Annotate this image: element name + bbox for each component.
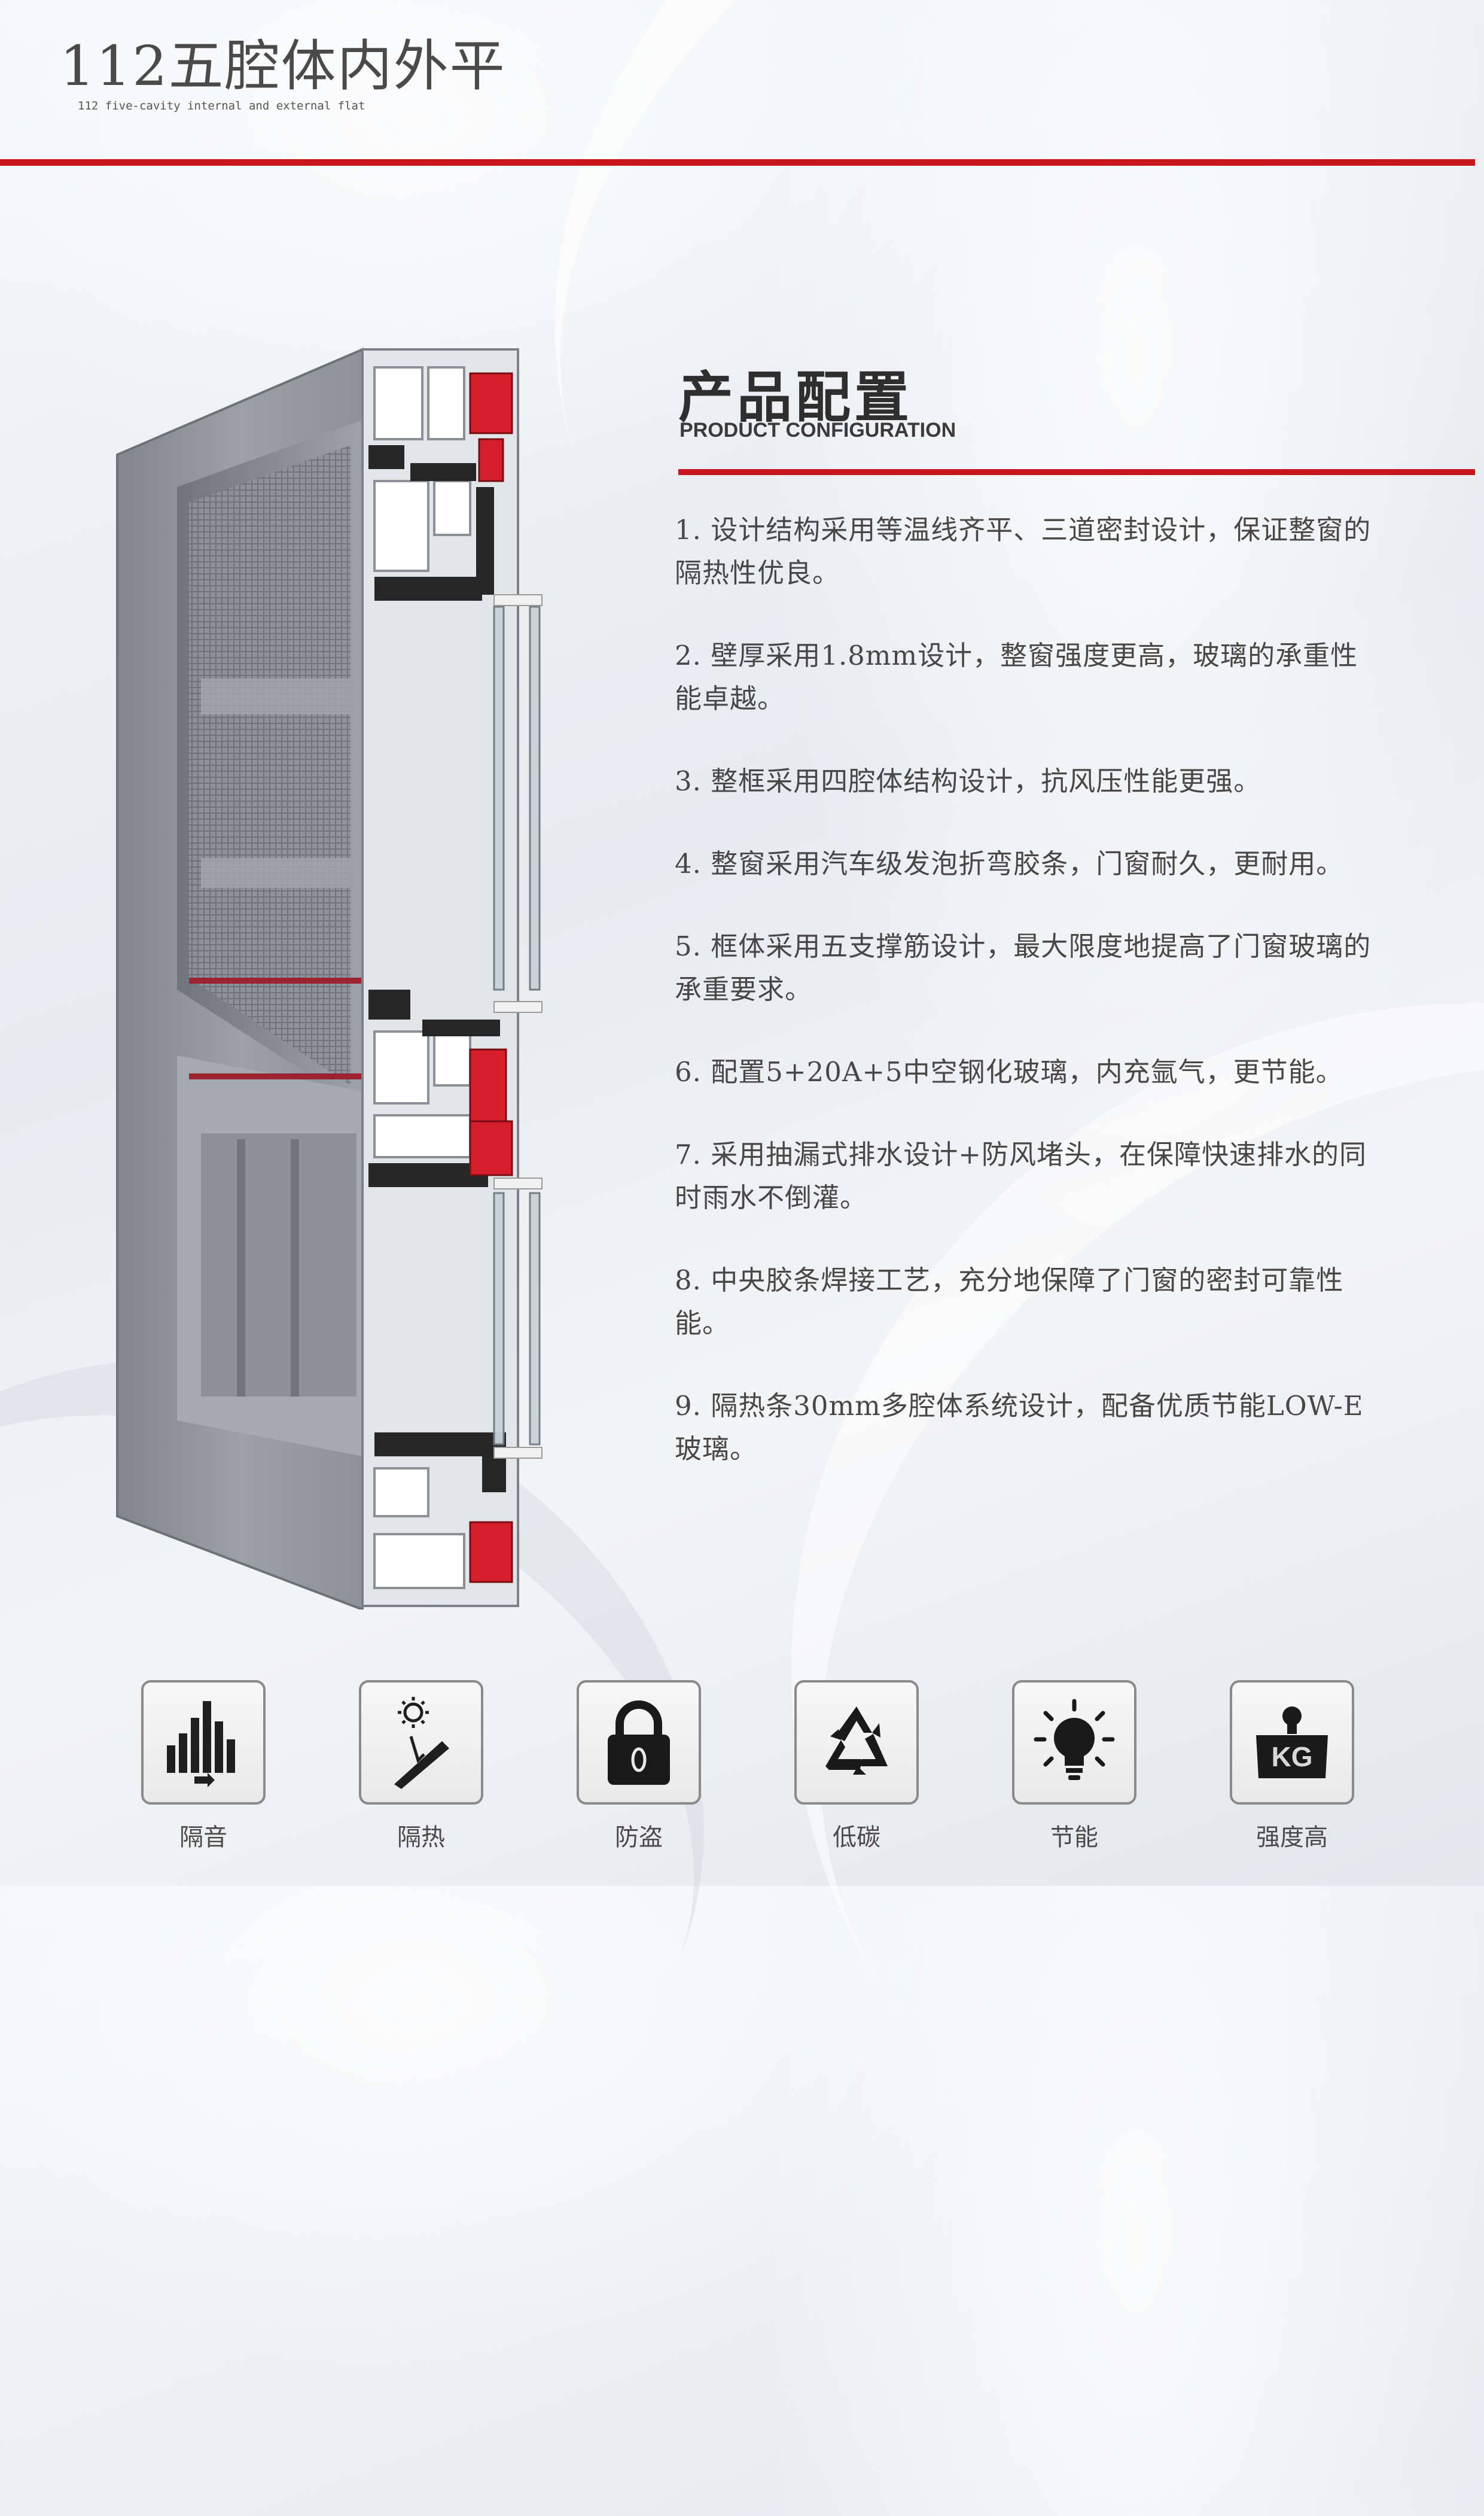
feature-item: 6. 配置5+20A+5中空钢化玻璃，内充氩气，更节能。 (675, 1056, 1343, 1088)
icon-label: 低碳 (833, 1824, 880, 1851)
sound-bars-icon (167, 1701, 235, 1787)
header-divider (0, 159, 1475, 166)
page-title: 112五腔体内外平 (60, 34, 506, 98)
page-subtitle: 112 five-cavity internal and external fl… (78, 99, 365, 112)
feature-low-carbon: 低碳 (794, 1680, 919, 1852)
feature-high-strength: KG 强度高 (1230, 1680, 1354, 1852)
feature-list: 1. 设计结构采用等温线齐平、三道密封设计，保证整窗的隔热性优良。 2. 壁厚采… (675, 509, 1381, 1510)
feature-item: 5. 框体采用五支撑筋设计，最大限度地提高了门窗玻璃的承重要求。 (675, 930, 1372, 1005)
feature-energy-saving: 节能 (1012, 1680, 1136, 1852)
icon-label: 隔音 (179, 1824, 227, 1851)
config-divider (678, 469, 1475, 475)
icon-label: 隔热 (397, 1824, 445, 1851)
icon-label: 防盗 (615, 1824, 663, 1851)
recycle-icon (825, 1706, 888, 1775)
padlock-icon (608, 1700, 670, 1785)
light-bulb-icon (1034, 1699, 1115, 1780)
weight-icon: KG (1256, 1706, 1328, 1778)
window-profile-illustration (116, 347, 543, 1610)
feature-item: 8. 中央胶条焊接工艺，充分地保障了门窗的密封可靠性能。 (675, 1264, 1344, 1339)
config-title: 产品配置 (678, 366, 913, 430)
icon-label: 强度高 (1256, 1824, 1328, 1851)
feature-item: 2. 壁厚采用1.8mm设计，整窗强度更高，玻璃的承重性能卓越。 (675, 640, 1358, 714)
feature-sound-insulation: 隔音 (141, 1680, 266, 1852)
feature-item: 9. 隔热条30mm多腔体系统设计，配备优质节能LOW-E玻璃。 (675, 1390, 1364, 1465)
feature-anti-theft: 防盗 (577, 1680, 701, 1852)
feature-heat-insulation: 隔热 (359, 1680, 483, 1852)
svg-text:KG: KG (1272, 1741, 1313, 1772)
icon-label: 节能 (1050, 1824, 1098, 1851)
feature-item: 3. 整框采用四腔体结构设计，抗风压性能更强。 (675, 765, 1261, 797)
sun-hand-icon (394, 1697, 449, 1789)
feature-icons-row: 隔音 隔热 防盗 (141, 1680, 1361, 1860)
feature-item: 1. 设计结构采用等温线齐平、三道密封设计，保证整窗的隔热性优良。 (675, 514, 1372, 589)
feature-item: 4. 整窗采用汽车级发泡折弯胶条，门窗耐久，更耐用。 (675, 848, 1344, 880)
feature-item: 7. 采用抽漏式排水设计+防风堵头，在保障快速排水的同时雨水不倒灌。 (675, 1139, 1367, 1213)
config-subtitle: PRODUCT CONFIGURATION (679, 419, 956, 442)
